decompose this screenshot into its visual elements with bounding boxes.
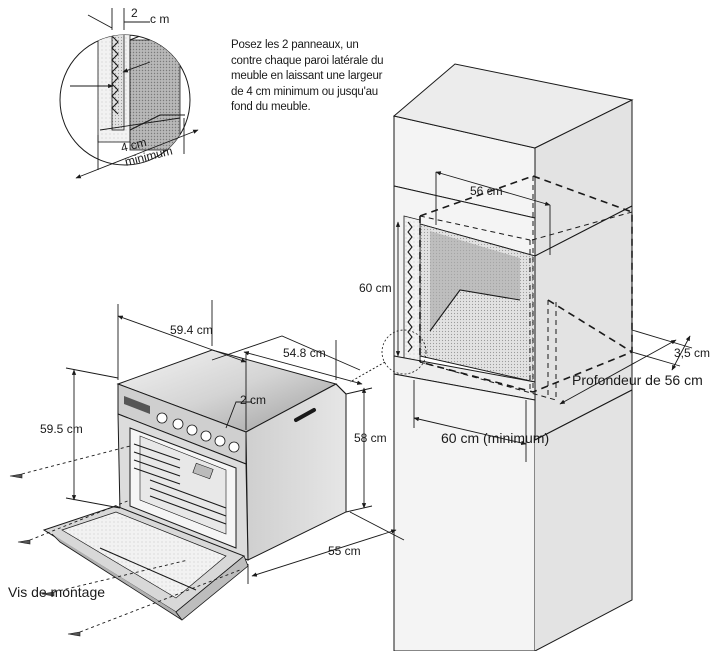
- instruction-note: Posez les 2 panneaux, un contre chaque p…: [231, 38, 431, 116]
- oven: 59.4 cm 54.8 cm 59.5 cm 2 cm 58 cm 55 cm…: [8, 300, 405, 637]
- cabinet-inner-width-label: 56 cm: [470, 184, 503, 198]
- cabinet-depth-label: Profondeur de 56 cm: [572, 372, 703, 388]
- instruction-line-4: de 4 cm minimum ou jusqu'au: [231, 85, 379, 98]
- cabinet-side-gap-label: 3,5 cm: [674, 346, 710, 360]
- detail-gap-unit: c m: [150, 12, 169, 26]
- detail-zoom-circle: 2 c m 4 cm minimum: [59, 6, 199, 179]
- oven-height-label: 59.5 cm: [40, 422, 83, 436]
- oven-frame-label: 2 cm: [240, 393, 266, 407]
- mounting-screws-label: Vis de montage: [8, 584, 105, 600]
- cabinet-height-label: 60 cm: [359, 281, 392, 295]
- instruction-line-1: Posez les 2 panneaux, un: [231, 39, 359, 51]
- instruction-line-3: meuble en laissant une largeur: [231, 70, 383, 82]
- instruction-line-5: fond du meuble.: [231, 101, 311, 113]
- instruction-line-2: contre chaque paroi latérale du: [231, 54, 384, 67]
- oven-width-label: 59.4 cm: [170, 323, 213, 337]
- cabinet-width-min-label: 60 cm (minimum): [441, 430, 549, 446]
- oven-depth-label: 54.8 cm: [283, 346, 326, 360]
- cabinet: 56 cm 60 cm 3,5 cm Profondeur de 56 cm 6…: [349, 63, 710, 652]
- oven-body-height-label: 58 cm: [354, 431, 387, 445]
- oven-body-depth-label: 55 cm: [328, 544, 361, 558]
- detail-gap-value: 2: [131, 6, 138, 20]
- detail-min-value: 4 cm: [119, 135, 148, 155]
